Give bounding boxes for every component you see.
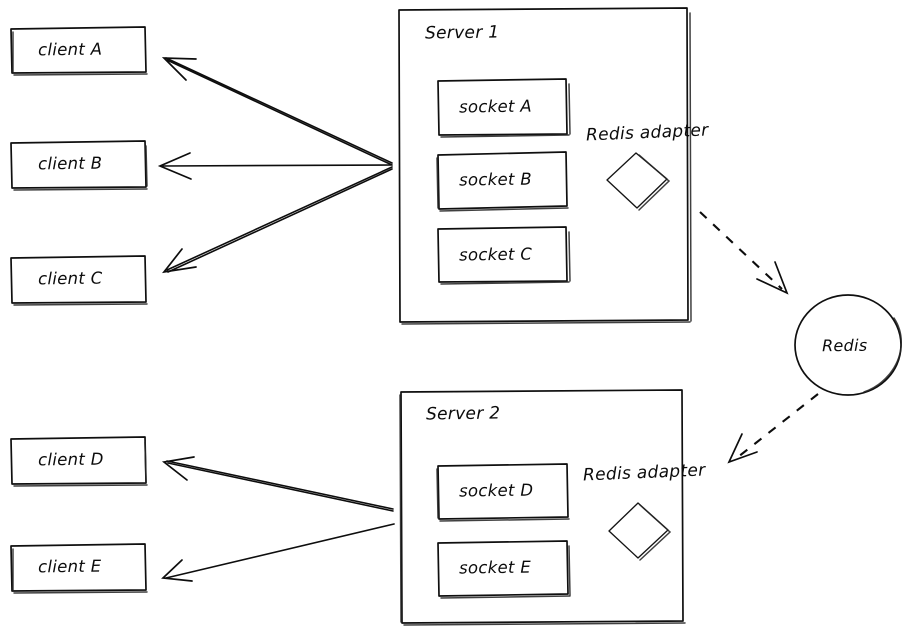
socket-box-e <box>437 540 571 599</box>
socket-a-label: socket A <box>458 96 532 117</box>
server-2-container <box>399 389 686 626</box>
arrow-server1-to-client-b <box>157 152 392 180</box>
redis-adapter-diamond-2 <box>608 502 672 561</box>
socket-d-label: socket D <box>458 480 534 501</box>
arrow-redis-to-server2 <box>727 393 819 464</box>
socket-box-c <box>437 226 571 285</box>
client-c-label: client C <box>37 268 103 289</box>
redis-adapter-diamond-1 <box>606 152 671 211</box>
client-b-label: client B <box>37 153 103 174</box>
client-box-d <box>10 436 148 487</box>
client-box-e <box>10 543 148 594</box>
client-d-label: client D <box>37 449 104 470</box>
arrow-server1-to-client-c <box>162 166 393 274</box>
arrow-server2-to-client-d <box>161 456 394 512</box>
server-1-container <box>398 7 692 325</box>
socket-box-b <box>436 151 569 212</box>
server-1-label: Server 1 <box>424 22 500 44</box>
client-box-b <box>10 140 148 191</box>
socket-box-d <box>436 463 570 522</box>
redis-node <box>794 294 902 396</box>
socket-e-label: socket E <box>458 557 532 578</box>
arrow-server1-to-client-a <box>161 57 393 166</box>
socket-box-a <box>437 78 571 138</box>
client-box-a <box>10 26 148 76</box>
client-e-label: client E <box>37 556 102 577</box>
server-2-label: Server 2 <box>425 403 501 425</box>
socket-c-label: socket C <box>458 244 533 265</box>
arrow-server1-to-redis <box>699 211 789 295</box>
client-box-c <box>10 255 148 306</box>
client-a-label: client A <box>37 39 103 60</box>
socket-b-label: socket B <box>458 169 533 190</box>
redis-label: Redis <box>821 335 868 356</box>
arrow-server2-to-client-e <box>161 523 395 582</box>
